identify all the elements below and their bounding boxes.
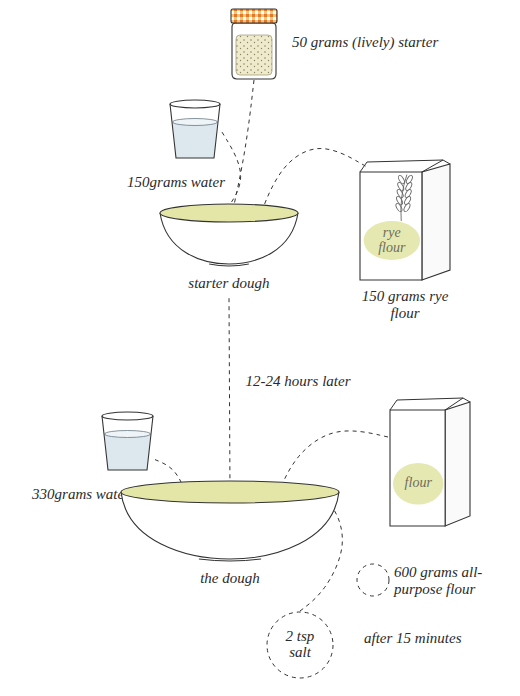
bag-top xyxy=(390,398,470,410)
bag-label-oval xyxy=(393,463,443,505)
edge-label: 12-24 hours later xyxy=(244,373,353,390)
water-surface xyxy=(105,431,151,438)
ingredient-label: 150 grams rye flour xyxy=(360,288,450,323)
mixing-bowl-drawing xyxy=(158,203,300,267)
flour-bag-drawing xyxy=(388,398,472,528)
text-box: 2 tsp salt xyxy=(266,611,334,679)
starter-jar: 50 grams (lively) starter xyxy=(228,8,280,80)
bag-side xyxy=(422,164,450,280)
text-box: rye flour xyxy=(364,221,420,260)
bowl-rim xyxy=(160,204,298,222)
starter-contents xyxy=(236,35,272,75)
jar-body xyxy=(232,23,276,79)
water-surface xyxy=(173,119,218,126)
glass-body xyxy=(102,416,153,470)
flour-bag-drawing xyxy=(358,160,452,282)
bag-label: rye flour xyxy=(369,226,415,255)
bag-front xyxy=(390,410,445,526)
bowl-foot xyxy=(199,559,261,561)
bag-top xyxy=(360,160,450,172)
jar-lid xyxy=(231,9,277,23)
bowl-heading: the dough xyxy=(119,480,341,593)
bag-front xyxy=(360,172,422,280)
dashed-circle-outline xyxy=(267,612,333,678)
dashed-connector xyxy=(222,132,241,215)
dashed-connector xyxy=(260,149,365,215)
water-glass-drawing xyxy=(168,98,222,160)
starter-jar-drawing xyxy=(228,8,280,80)
bowl-foot xyxy=(209,264,249,266)
mixing-bowl: the dough xyxy=(119,480,341,593)
ingredient-label: 600 grams all-purpose flour xyxy=(394,564,512,599)
bowl-rim xyxy=(121,481,339,503)
flour-bag: flour600 grams all-purpose flour xyxy=(388,398,472,528)
ingredient-label: 50 grams (lively) starter xyxy=(292,34,502,51)
mixing-bowl: starter dough xyxy=(158,203,300,298)
glass-rim xyxy=(170,100,220,108)
dashed-connector xyxy=(232,80,254,215)
dashed-connector xyxy=(229,298,230,492)
water-glass-drawing xyxy=(100,410,155,472)
mixing-bowl-drawing xyxy=(119,480,341,562)
wheat-grain xyxy=(403,203,411,213)
glass-rim xyxy=(102,412,153,420)
dashed-circle: 2 tsp salt xyxy=(266,611,334,679)
glass-water xyxy=(105,434,151,470)
bowl-heading: starter dough xyxy=(158,203,300,298)
circle-label: 2 tsp salt xyxy=(277,629,323,661)
bag-side xyxy=(445,402,470,526)
glass-body xyxy=(170,104,220,158)
water-glass: 150grams water xyxy=(168,98,222,160)
wheat-sketch xyxy=(395,175,414,221)
flour-bag: rye flour150 grams rye flour xyxy=(358,160,452,282)
wheat-grain xyxy=(395,203,403,213)
dashed-loop xyxy=(357,564,389,596)
bag-label: flour xyxy=(405,476,432,491)
note-label: after 15 minutes xyxy=(362,630,464,647)
bag-label-oval xyxy=(364,221,420,260)
water-glass: 330grams water xyxy=(100,410,155,472)
ingredient-label: 330grams water xyxy=(18,486,130,503)
glass-water xyxy=(173,122,218,158)
text-box: flour xyxy=(393,463,443,505)
ingredient-label: 150grams water xyxy=(125,174,225,191)
